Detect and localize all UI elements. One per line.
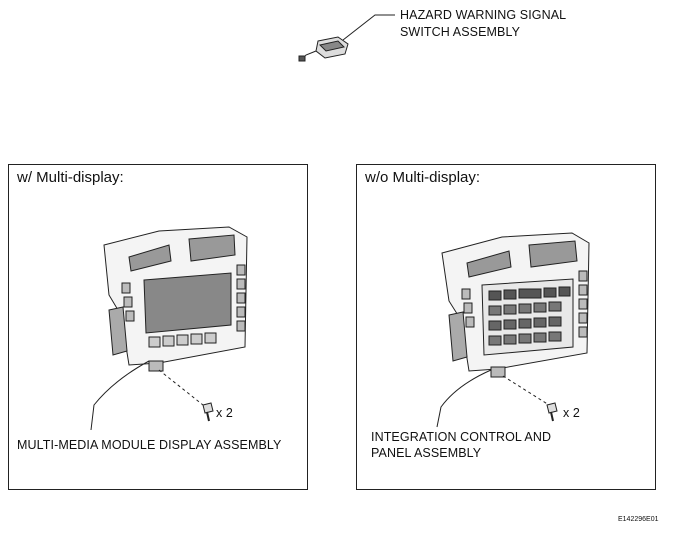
- callout-label-line2: PANEL ASSEMBLY: [371, 446, 482, 460]
- hazard-leader-line: [342, 14, 395, 41]
- integration-control-panel-drawing: [436, 232, 590, 428]
- callout-label-line1: INTEGRATION CONTROL AND: [371, 430, 552, 444]
- bolt-icon: [202, 402, 214, 422]
- figure-code: E142296E01: [618, 516, 659, 523]
- bolt-count-label: x 2: [563, 406, 580, 420]
- panel-with-multi-display: w/ Multi-display:: [8, 164, 308, 490]
- panel-title: w/o Multi-display:: [365, 169, 481, 186]
- multi-media-module-drawing: [90, 226, 248, 431]
- hazard-label-line1: HAZARD WARNING SIGNAL: [400, 8, 567, 22]
- hazard-label-line2: SWITCH ASSEMBLY: [400, 25, 521, 39]
- bolt-icon: [546, 402, 558, 422]
- panel-without-multi-display: w/o Multi-display:: [356, 164, 656, 490]
- panel-title: w/ Multi-display:: [17, 169, 124, 186]
- callout-label: MULTI-MEDIA MODULE DISPLAY ASSEMBLY: [17, 438, 282, 452]
- bolt-count-label: x 2: [216, 406, 233, 420]
- hazard-switch-part: [298, 36, 349, 62]
